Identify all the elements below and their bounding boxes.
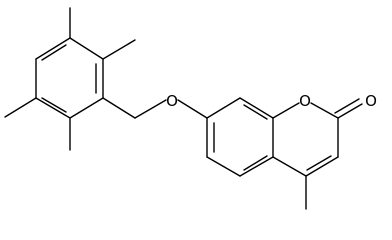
ch2-oxygen-bond bbox=[134, 99, 167, 119]
ring-c-bond-c3-c4 bbox=[305, 156, 339, 177]
molecular-structure-diagram: O O O bbox=[4, 7, 377, 210]
ring-a-bond-3 bbox=[69, 97, 104, 119]
ring-b-double-1 bbox=[243, 104, 268, 120]
methyl-upper-right bbox=[102, 39, 136, 60]
ring-c-bond-c8a-o1 bbox=[272, 102, 300, 119]
ether-oxygen-label: O bbox=[166, 92, 178, 110]
carbonyl-oxygen-label: O bbox=[365, 92, 377, 110]
ring-b-bond-1 bbox=[206, 97, 241, 119]
coumarin-pyranone-ring bbox=[272, 98, 363, 210]
ring-a-bond-1 bbox=[69, 37, 104, 60]
methyl-groups-left bbox=[4, 7, 136, 151]
ring-a-bond-6 bbox=[35, 37, 71, 60]
ring-b-double-2 bbox=[243, 155, 268, 171]
benzyl-ch2-bond bbox=[102, 97, 136, 119]
ring-oxygen-label: O bbox=[299, 92, 311, 110]
ring-c-bond-c4-c4a bbox=[272, 156, 307, 177]
ring-c-double-c3-c4 bbox=[306, 155, 332, 171]
ring-b-bond-2 bbox=[239, 97, 274, 119]
ring-b-bond-4 bbox=[239, 156, 274, 177]
benzyloxy-linker bbox=[102, 97, 208, 119]
ring-a-double-3 bbox=[41, 44, 67, 61]
tetramethylbenzene-ring bbox=[35, 37, 104, 119]
atom-labels: O O O bbox=[166, 92, 377, 110]
ring-a-double-2 bbox=[41, 97, 67, 113]
ring-c-bond-o1-c2 bbox=[310, 102, 339, 119]
ring-b-bond-5 bbox=[206, 156, 241, 177]
coumarin-benzo-ring bbox=[206, 97, 274, 177]
carbonyl-bond-1 bbox=[337, 103, 363, 119]
carbonyl-bond-2 bbox=[334, 98, 360, 114]
methyl-lower-left bbox=[4, 97, 37, 118]
oxygen-aryl-bond bbox=[177, 99, 208, 119]
ring-a-bond-4 bbox=[35, 97, 71, 119]
